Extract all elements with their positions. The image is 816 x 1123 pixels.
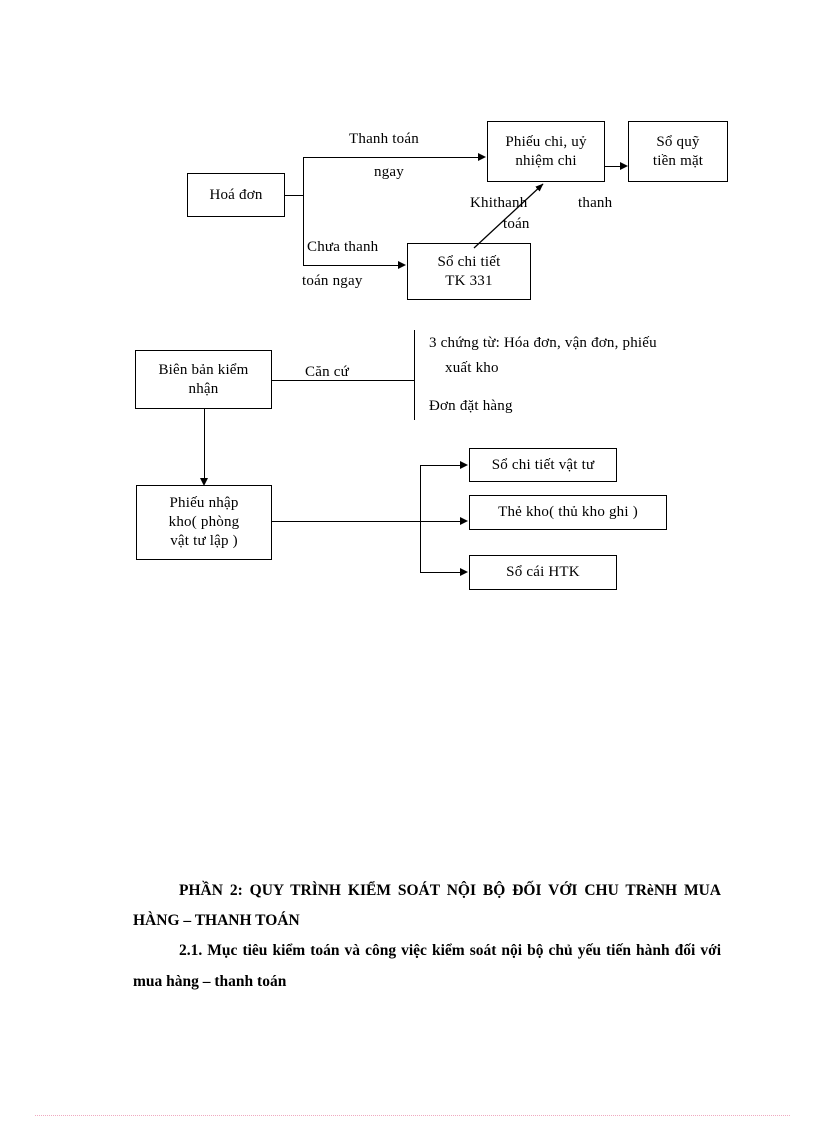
arrowhead-to-general-ledger bbox=[460, 567, 468, 576]
connector-to-warehouse-card bbox=[420, 521, 461, 522]
heading-part-2-text: PHẦN 2: QUY TRÌNH KIỂM SOÁT NỘI BỘ ĐỐI V… bbox=[133, 882, 721, 930]
connector-to-general-ledger bbox=[420, 572, 461, 573]
arrowhead-to-material-detail-book bbox=[460, 460, 468, 469]
connector-invoice-branch-bus bbox=[303, 157, 304, 265]
node-cash-book: Sổ quỹ tiền mặt bbox=[628, 121, 728, 182]
connector-acceptance-to-receipt bbox=[204, 409, 205, 479]
node-acceptance-record: Biên bản kiểm nhận bbox=[135, 350, 272, 409]
basis-list-line3: Đơn đặt hàng bbox=[429, 398, 513, 414]
heading-part-2: PHẦN 2: QUY TRÌNH KIỂM SOÁT NỘI BỘ ĐỐI V… bbox=[133, 876, 721, 936]
arrowhead-pay-now bbox=[478, 152, 486, 161]
connector-receipt-stem bbox=[272, 521, 420, 522]
node-invoice: Hoá đơn bbox=[187, 173, 285, 217]
node-material-detail-book: Sổ chi tiết vật tư bbox=[469, 448, 617, 482]
node-warehouse-card: Thẻ kho( thủ kho ghi ) bbox=[469, 495, 667, 530]
connector-invoice-stem bbox=[285, 195, 304, 196]
connector-receipt-fanout-bus bbox=[420, 465, 421, 572]
label-not-pay-now-line1: Chưa thanh bbox=[307, 239, 379, 255]
connector-basis bbox=[272, 380, 414, 381]
connector-not-pay-now bbox=[303, 265, 399, 266]
connector-pay-now bbox=[303, 157, 479, 158]
arrowhead-acceptance-to-receipt bbox=[199, 478, 208, 486]
arrowhead-not-pay-now bbox=[398, 260, 406, 269]
node-goods-receipt-note: Phiếu nhập kho( phòng vật tư lập ) bbox=[136, 485, 272, 560]
bottom-flow-diagram: Biên bản kiểm nhận Căn cứ 3 chứng từ: Hó… bbox=[135, 330, 667, 590]
arrowhead-to-warehouse-card bbox=[460, 516, 468, 525]
label-pay-now-line2: ngay bbox=[374, 164, 404, 180]
subheading-2-1-text: 2.1. Mục tiêu kiểm toán và công việc kiể… bbox=[133, 942, 721, 990]
node-detail-ledger-331: Sổ chi tiết TK 331 bbox=[407, 243, 531, 300]
subheading-2-1: 2.1. Mục tiêu kiểm toán và công việc kiể… bbox=[133, 936, 721, 996]
arrowhead-voucher-to-cashbook bbox=[620, 161, 628, 170]
basis-list-line1: 3 chứng từ: Hóa đơn, vận đơn, phiếu bbox=[429, 335, 657, 351]
label-when-paid-stray: thanh bbox=[578, 195, 613, 211]
connector-voucher-to-cashbook bbox=[605, 166, 621, 167]
footer-dotted-rule bbox=[35, 1115, 790, 1116]
label-pay-now-line1: Thanh toán bbox=[349, 131, 419, 147]
connector-to-material-detail-book bbox=[420, 465, 461, 466]
top-flow-diagram: Hoá đơn Phiếu chi, uỷ nhiệm chi Sổ quỹ t… bbox=[0, 0, 816, 320]
basis-list-rule bbox=[414, 330, 415, 420]
body-text-block: PHẦN 2: QUY TRÌNH KIỂM SOÁT NỘI BỘ ĐỐI V… bbox=[133, 876, 721, 997]
label-not-pay-now-line2: toán ngay bbox=[302, 273, 363, 289]
node-payment-voucher: Phiếu chi, uỷ nhiệm chi bbox=[487, 121, 605, 182]
label-basis: Căn cứ bbox=[305, 364, 349, 380]
basis-list-line2: xuất kho bbox=[445, 360, 499, 376]
node-general-ledger-htk: Sổ cái HTK bbox=[469, 555, 617, 590]
